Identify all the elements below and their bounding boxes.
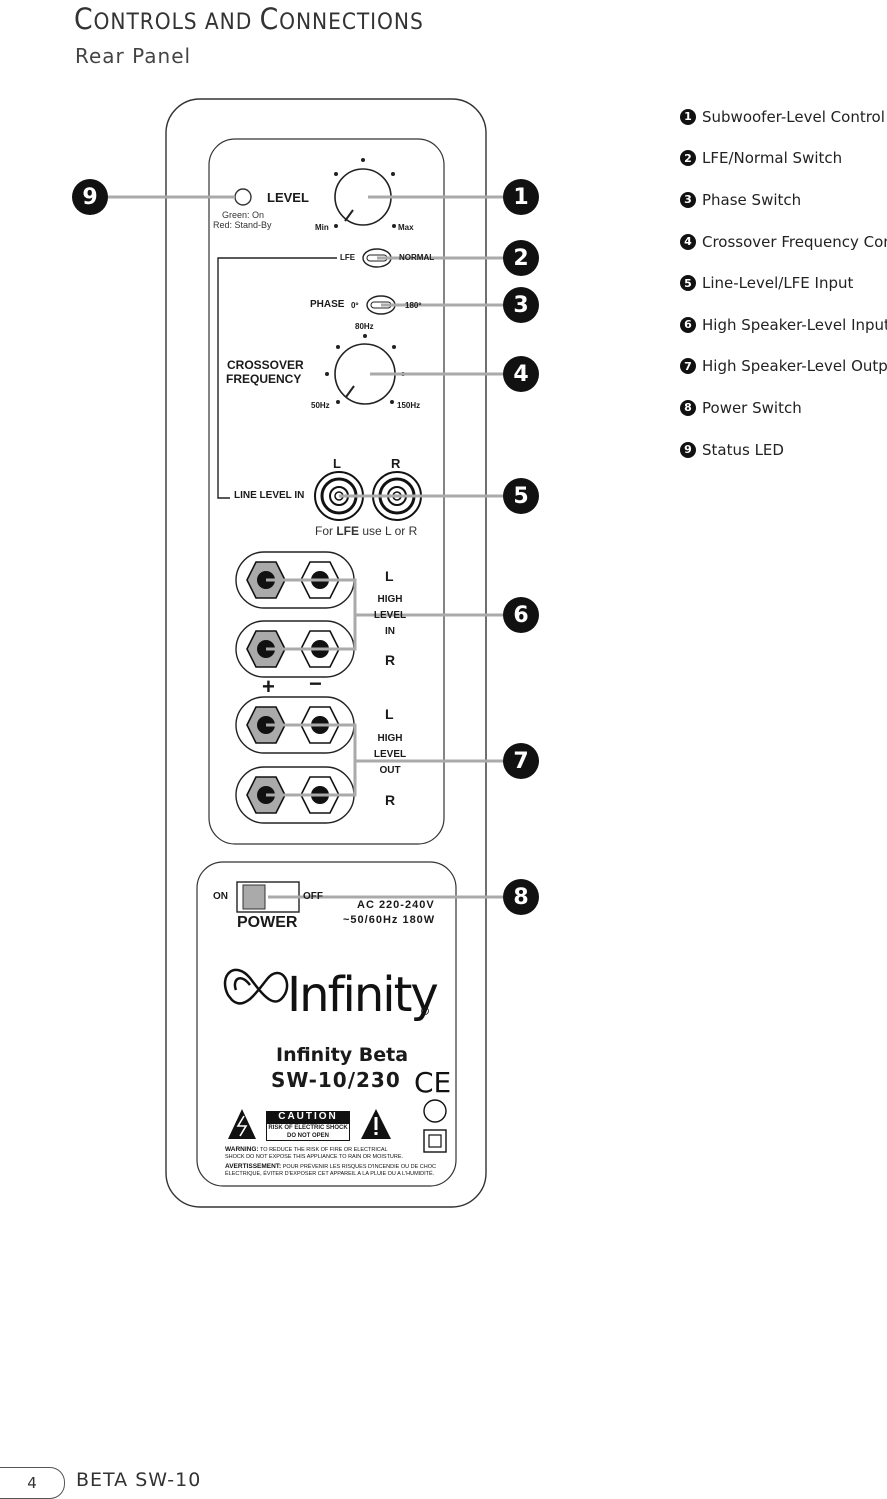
line-l-label: L [333,456,341,471]
phase-180-label: 180º [405,301,422,310]
callout-marker-3: 3 [503,287,539,323]
outer-panel-outline [165,98,487,1208]
xover-150-label: 150Hz [397,401,421,410]
line-level-in-label: LINE LEVEL IN [234,490,305,501]
page-title: CONTROLS AND CONNECTIONS [74,2,424,36]
brand-logo-text: Infinity [287,967,439,1023]
crossover-label: CROSSOVER [227,358,304,372]
model-name: Infinity Beta [276,1044,409,1066]
infinity-logo-icon [223,968,289,1005]
callout-marker-2: 2 [503,240,539,276]
caution-banner: CAUTION [266,1111,350,1123]
led-green-note: Green: On [222,210,265,220]
callout-marker-4: 4 [503,356,539,392]
line-r-label: R [391,456,401,471]
number-badge-icon: 9 [680,441,696,458]
caution-box: RISK OF ELECTRIC SHOCK DO NOT OPEN [266,1123,350,1141]
page-number: 4 [0,1467,65,1499]
callout-marker-6: 6 [503,597,539,633]
high-in-line1: HIGH [377,594,403,605]
warning-text: WARNING: TO REDUCE THE RISK OF FIRE OR E… [225,1146,436,1177]
high-out-r-label: R [385,792,396,808]
high-in-l-label: L [385,568,394,584]
model-number: SW-10/230 [271,1068,401,1092]
number-badge-icon: 5 [680,275,696,292]
number-badge-icon: 7 [680,358,696,375]
xover-80-label: 80Hz [355,322,374,331]
control-plate-outline [208,138,445,845]
number-badge-icon: 1 [680,108,696,125]
double-insulation-icon [423,1129,447,1153]
level-max-label: Max [398,223,414,232]
ce-mark: CE [414,1066,452,1099]
shock-warning-icon [228,1109,256,1139]
xover-50-label: 50Hz [311,401,330,410]
high-out-line3: OUT [379,765,401,776]
caution-exclamation-icon [361,1109,391,1139]
callout-marker-1: 1 [503,179,539,215]
phase-0-label: 0º [351,301,359,310]
callout-marker-9: 9 [72,179,108,215]
plus-label: + [262,674,275,699]
phase-label: PHASE [310,299,345,310]
level-label: LEVEL [267,190,309,205]
power-label: POWER [237,914,298,931]
lfe-label: LFE [340,253,356,262]
status-led-icon [234,188,252,206]
ac-rating-line2: ~50/60Hz 180W [343,914,436,926]
callout-marker-8: 8 [503,879,539,915]
led-red-note: Red: Stand-By [213,220,272,230]
power-plate-outline [196,861,457,1187]
high-out-line1: HIGH [377,733,403,744]
power-on-label: ON [213,891,228,902]
lfe-note: For LFE use L or R [315,524,418,538]
number-badge-icon: 2 [680,150,696,167]
number-badge-icon: 3 [680,191,696,208]
high-in-line2: LEVEL [373,610,407,621]
power-off-label: OFF [303,891,323,902]
level-min-label: Min [315,223,329,232]
normal-label: NORMAL [399,253,435,262]
high-out-line2: LEVEL [373,749,407,760]
callout-marker-5: 5 [503,478,539,514]
footer-title: BETA SW-10 [76,1469,202,1491]
high-in-r-label: R [385,652,396,668]
callout-marker-7: 7 [503,743,539,779]
number-badge-icon: 8 [680,399,696,416]
page-subtitle: Rear Panel [75,44,192,68]
number-badge-icon: 4 [680,233,696,250]
number-badge-icon: 6 [680,316,696,333]
safety-mark-icon [423,1099,447,1123]
ac-rating-line1: AC 220-240V [357,899,435,911]
frequency-label: FREQUENCY [226,372,302,386]
minus-label: − [309,671,322,696]
high-in-line3: IN [385,626,395,637]
high-out-l-label: L [385,706,394,722]
